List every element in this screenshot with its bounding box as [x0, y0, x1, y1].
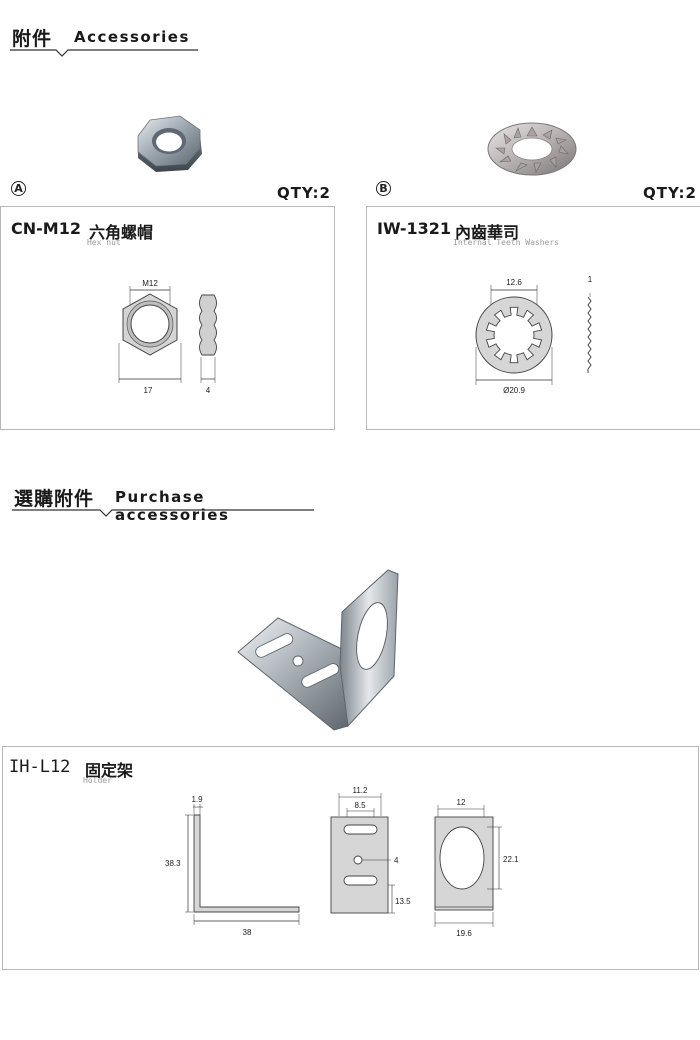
holder-front-drawing: 12 22.1 19.6: [434, 798, 519, 938]
washer-drawing: 12.6 1 Ø20.9: [475, 275, 593, 395]
dim-thickness: 4: [206, 386, 211, 393]
marker-b: B: [376, 181, 391, 196]
washer-teeth: [485, 306, 543, 364]
item-c-name-en: Holder: [83, 776, 112, 785]
header-underline: [10, 49, 198, 57]
dim-opening: 22.1: [503, 855, 519, 864]
item-b-card: IW-1321 內齒華司 Internal Teeth Washers 12.6…: [366, 206, 700, 430]
dim-top-width: 12: [457, 798, 466, 807]
dim-slot-pos: 13.5: [395, 897, 411, 906]
holder-side-drawing: 1.9 38.3 38: [165, 795, 300, 937]
accessories-title-zh: 附件: [12, 28, 53, 50]
dim-thickness-c: 1.9: [191, 795, 203, 804]
dim-height: 38.3: [165, 859, 181, 868]
holder-photo: [237, 569, 399, 731]
hex-nut-drawing: M12 17 4: [118, 279, 217, 393]
item-b-code: IW-1321: [377, 219, 452, 238]
dim-outer: Ø20.9: [503, 386, 525, 395]
dim-outer-width: 11.2: [353, 786, 369, 795]
dim-washer-thickness: 1: [588, 275, 593, 284]
item-c-name-zh: 固定架: [85, 761, 134, 780]
hex-nut-photo: [137, 115, 202, 172]
washer-photo: [487, 122, 577, 176]
item-b-name-en: Internal Teeth Washers: [453, 238, 559, 247]
item-a-code: CN-M12: [11, 219, 81, 238]
dim-length: 38: [243, 928, 252, 937]
item-b-name-zh: 內齒華司: [455, 223, 520, 242]
washer-teeth-outline: [485, 306, 543, 364]
purchase-underline: [12, 509, 314, 517]
dim-hole: 4: [394, 856, 399, 865]
accessories-title-en: Accessories: [74, 28, 190, 46]
accessories-header: 附件 Accessories: [10, 22, 200, 62]
purchase-title-zh: 選購附件: [14, 488, 95, 510]
marker-a: A: [11, 181, 26, 196]
holder-base-drawing: 11.2 8.5 4 13.5: [330, 786, 411, 914]
dim-width: 17: [144, 386, 153, 393]
item-a-card: CN-M12 六角螺帽 Hex nut M12 17 4: [0, 206, 335, 430]
purchase-header: 選購附件 Purchase accessories: [12, 482, 317, 524]
qty-b: QTY:2: [643, 184, 697, 202]
dim-thread: M12: [142, 279, 158, 288]
dim-inner: 12.6: [506, 278, 522, 287]
item-a-name-zh: 六角螺帽: [89, 223, 154, 242]
qty-a: QTY:2: [277, 184, 331, 202]
item-c-code: IH-L12: [9, 757, 71, 777]
item-a-name-en: Hex nut: [87, 238, 121, 247]
dim-slot-width: 8.5: [354, 801, 366, 810]
dim-base-width: 19.6: [456, 929, 472, 938]
item-c-card: IH-L12 固定架 Holder 1.9 38.3 38 11.2 8.5 4: [2, 746, 699, 970]
